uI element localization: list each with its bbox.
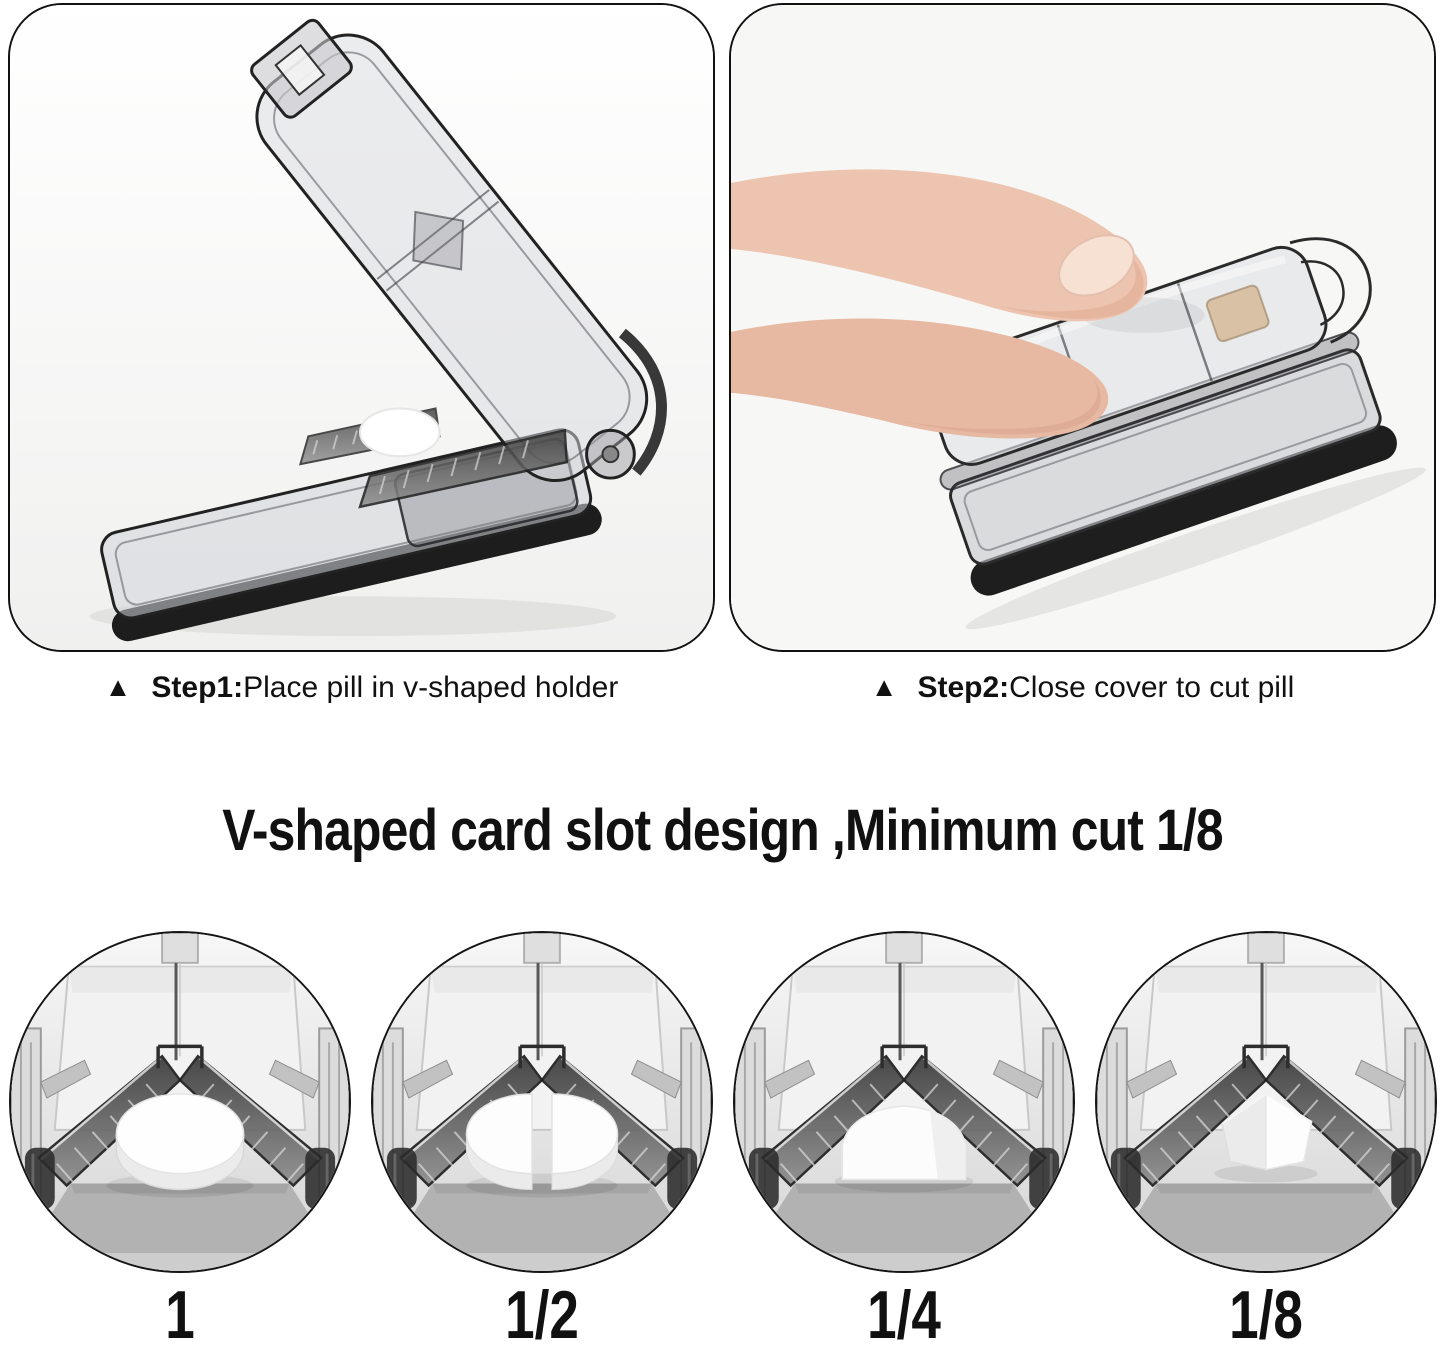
open-pill-cutter-illustration: [10, 5, 713, 650]
step2-label: Step2:: [917, 671, 1010, 704]
cut-example-eighth: [1094, 931, 1437, 1273]
half-pill-in-slot-illustration: [373, 933, 711, 1271]
step1-photo-panel: [8, 3, 715, 652]
finger-pressing-cutter-illustration: [731, 5, 1434, 650]
step1-label: Step1:: [151, 671, 244, 704]
half-pill: [465, 1093, 618, 1198]
cut-label-eighth: 1/8: [1228, 1277, 1303, 1353]
cut-example-whole: [8, 931, 351, 1273]
step2-photo-panel: [729, 3, 1436, 652]
triangle-marker-icon: ▲: [870, 672, 898, 702]
cut-fraction-labels-row: 1 1/2 1/4 1/8: [0, 1278, 1445, 1352]
whole-pill: [105, 1093, 254, 1198]
quarter-pill: [833, 1105, 974, 1193]
whole-pill-in-slot-illustration: [11, 933, 349, 1271]
cut-label-quarter: 1/4: [866, 1277, 941, 1353]
cut-examples-row: [0, 931, 1445, 1273]
v-holder-with-pill: [298, 407, 569, 509]
eighth-pill: [1213, 1092, 1318, 1183]
section-heading: V-shaped card slot design ,Minimum cut 1…: [222, 798, 1223, 863]
pressing-fingers: [731, 169, 1205, 439]
cut-label-whole: 1: [164, 1277, 195, 1353]
step1-caption: ▲ Step1:Place pill in v-shaped holder: [8, 662, 715, 714]
cut-example-quarter: [732, 931, 1075, 1273]
step-captions-row: ▲ Step1:Place pill in v-shaped holder ▲ St…: [8, 662, 1437, 714]
step1-text: Place pill in v-shaped holder: [243, 671, 619, 704]
triangle-marker-icon: ▲: [104, 672, 132, 702]
quarter-pill-in-slot-illustration: [735, 933, 1073, 1271]
step2-text: Close cover to cut pill: [1009, 671, 1295, 704]
cut-label-half: 1/2: [504, 1277, 579, 1353]
step2-caption: ▲ Step2:Close cover to cut pill: [729, 662, 1436, 714]
eighth-pill-in-slot-illustration: [1097, 933, 1435, 1271]
step-photos-row: [8, 3, 1436, 652]
cut-example-half: [370, 931, 713, 1273]
